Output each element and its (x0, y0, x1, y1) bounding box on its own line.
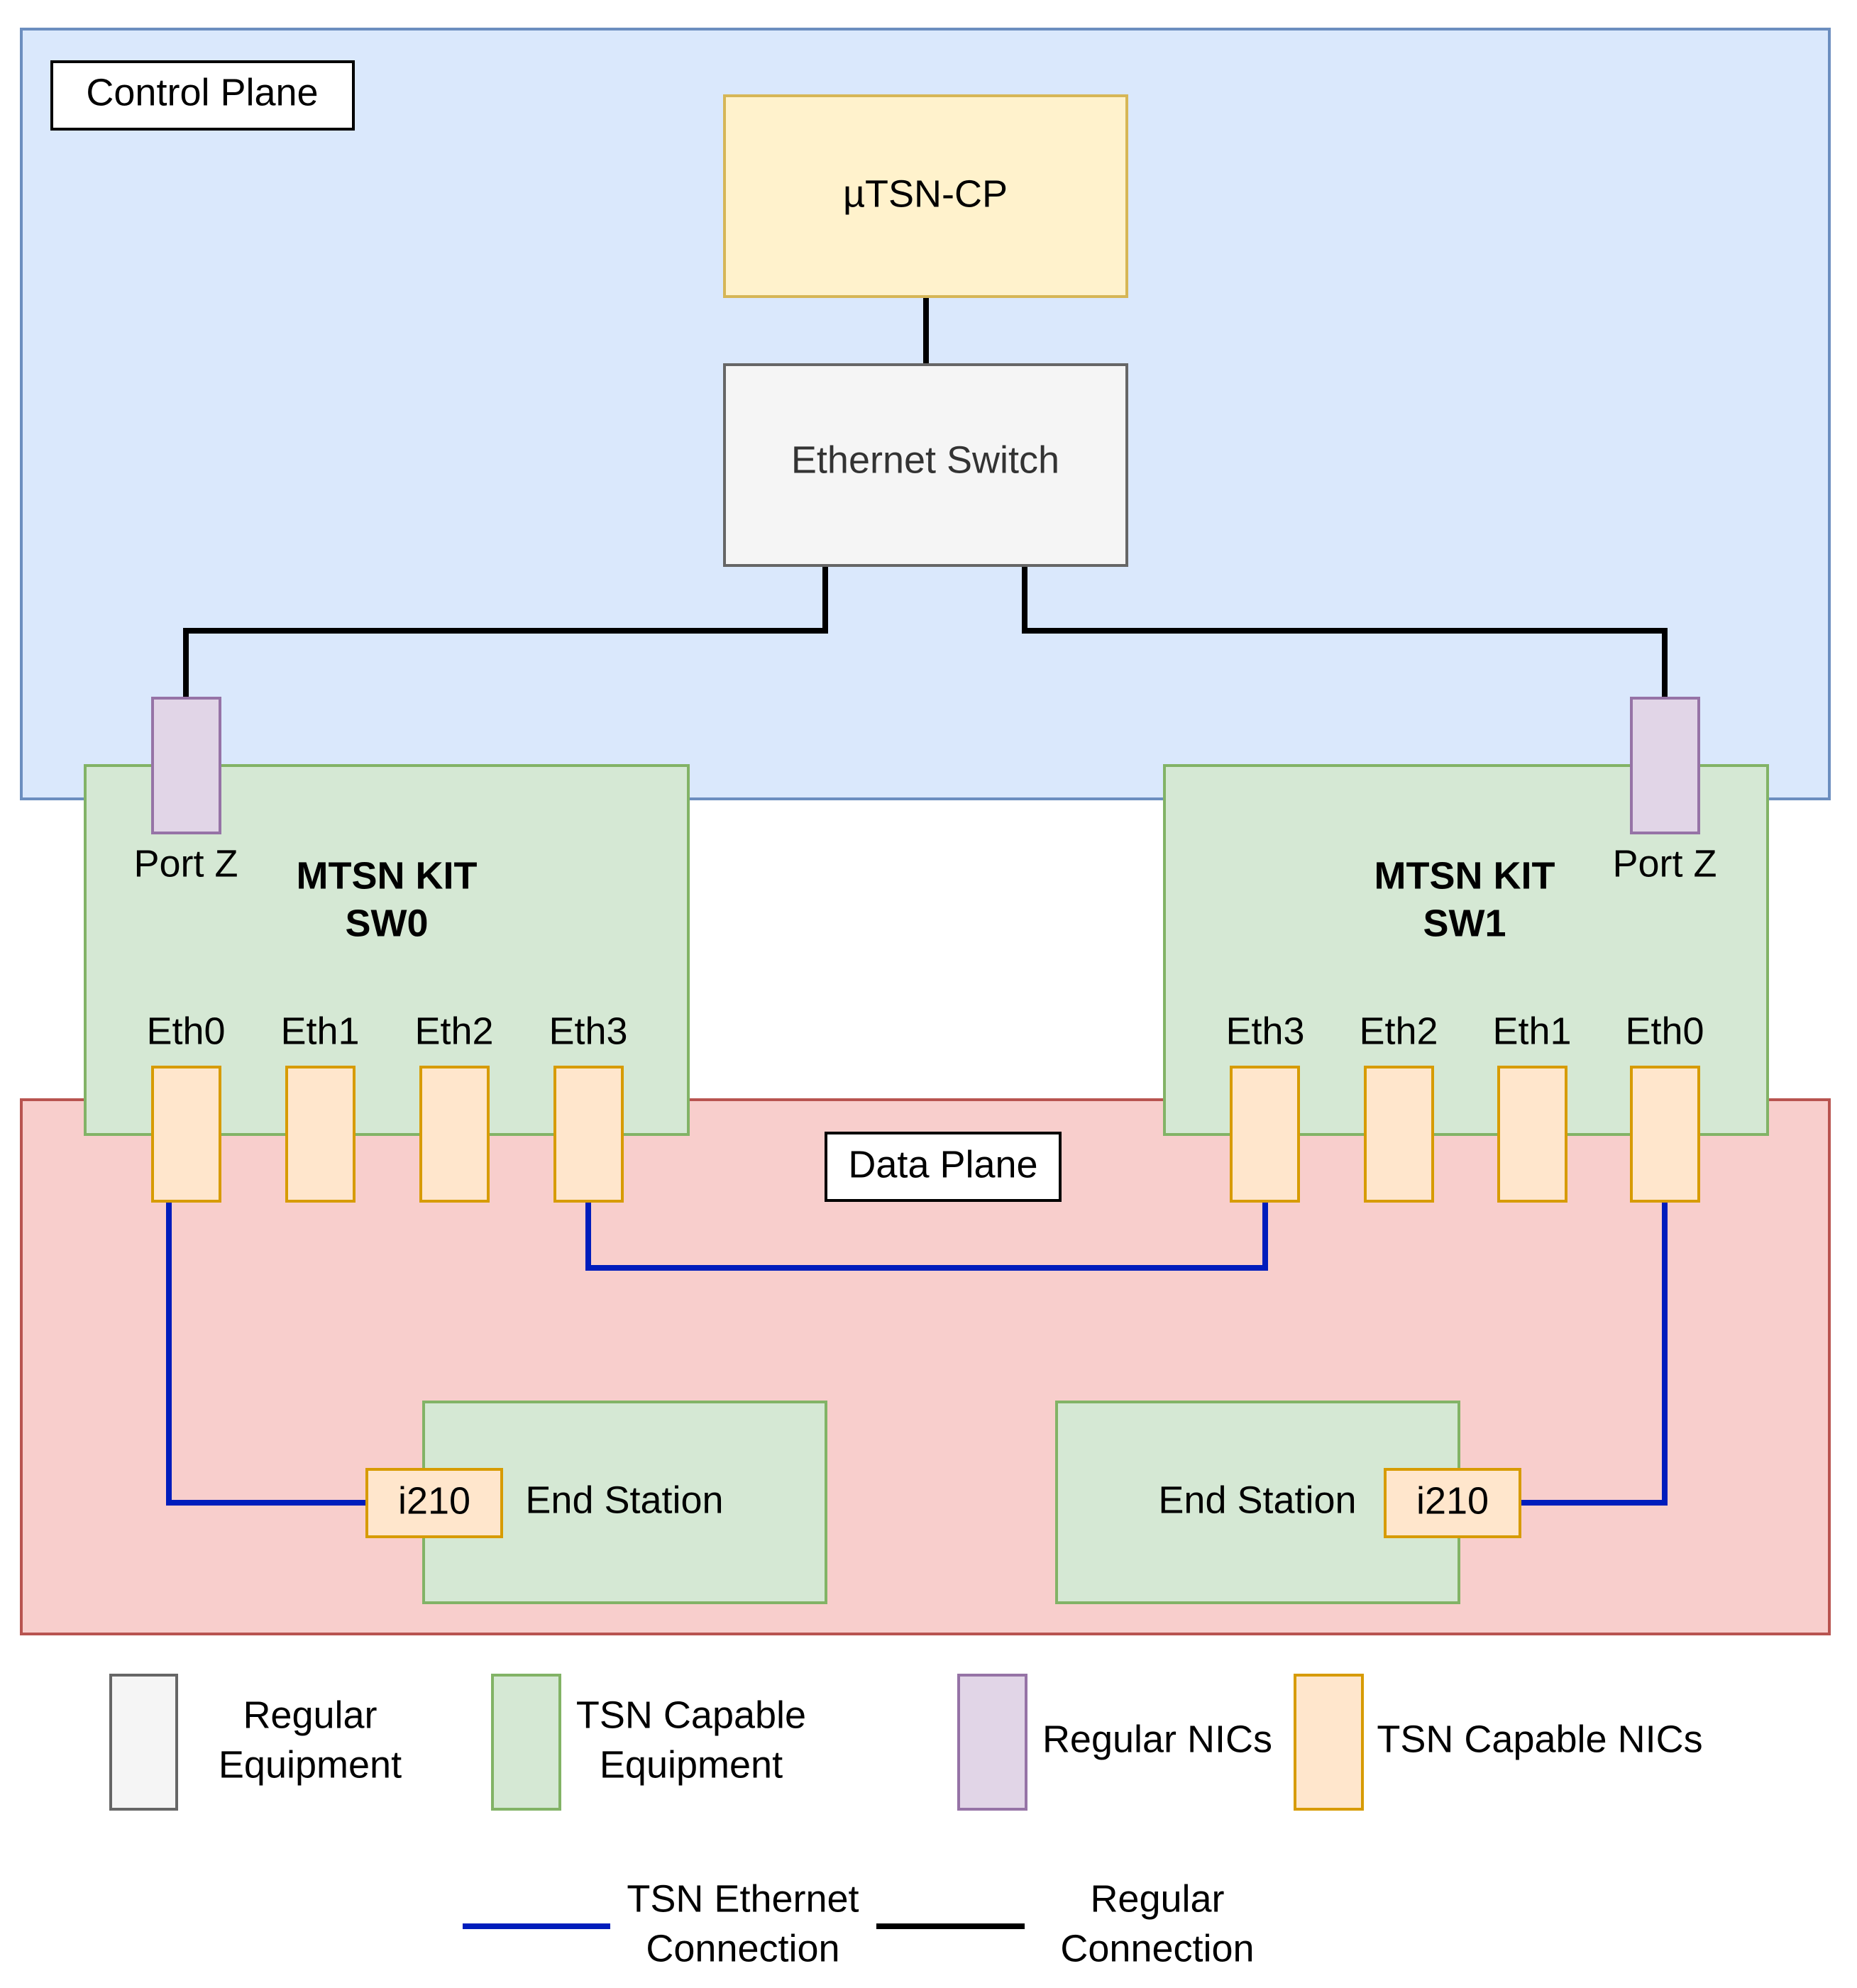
end-station-left-nic-label: i210 (398, 1479, 470, 1522)
sw0-port-label: Eth0 (146, 1010, 225, 1052)
sw1-eth1-nic (1497, 1066, 1567, 1203)
legend-regular-connection-label: Regular (1090, 1877, 1224, 1920)
legend-tsn-equipment-label: TSN Capable (576, 1694, 806, 1736)
legend-tsn-connection-label: Connection (646, 1927, 839, 1970)
end-station-right: End Station i210 (1055, 1401, 1521, 1604)
data-plane-label-box: Data Plane (825, 1132, 1062, 1202)
sw1-port-z-label: Port Z (1612, 842, 1717, 885)
sw1-eth0-nic (1630, 1066, 1700, 1203)
link-sw0-eth0-to-end-station (166, 1200, 367, 1506)
sw1-eth3-nic (1230, 1066, 1300, 1203)
legend-regular-nics-swatch (957, 1674, 1027, 1811)
sw0-eth2-nic (419, 1066, 490, 1203)
sw1-eth2-nic (1364, 1066, 1434, 1203)
end-station-right-nic-label: i210 (1416, 1479, 1489, 1522)
sw0-eth3-nic (553, 1066, 624, 1203)
sw1-port-label: Eth0 (1625, 1010, 1704, 1052)
control-plane-label: Control Plane (86, 71, 318, 114)
legend-tsn-nics-swatch (1294, 1674, 1364, 1811)
legend-regular-equipment-label: Equipment (219, 1743, 402, 1786)
link-sw1-eth0-to-end-station (1521, 1200, 1668, 1506)
link-switch-to-sw1-portz (1022, 566, 1668, 698)
sw0-title-line2: SW0 (345, 902, 428, 944)
utsn-cp-box: µTSN-CP (723, 94, 1128, 298)
end-station-left-label: End Station (525, 1479, 723, 1521)
sw0-eth0-nic (151, 1066, 221, 1203)
sw1-port-label: Eth1 (1492, 1010, 1571, 1052)
legend-regular-connection-label: Connection (1060, 1927, 1254, 1970)
sw1-port-label: Eth3 (1225, 1010, 1304, 1052)
sw1-port-label: Eth2 (1359, 1010, 1438, 1052)
sw1-title-line2: SW1 (1423, 902, 1506, 944)
sw0-port-label: Eth2 (414, 1010, 493, 1052)
end-station-right-label: End Station (1158, 1479, 1356, 1521)
end-station-right-nic (1384, 1468, 1521, 1538)
tsn-nic-ports (151, 1066, 1700, 1203)
regular-connections (183, 297, 1668, 698)
legend-tsn-equipment-label: Equipment (600, 1743, 783, 1786)
sw0-port-z-label: Port Z (133, 842, 238, 885)
legend: Regular Equipment TSN Capable Equipment … (109, 1674, 1703, 1970)
ethernet-switch-box: Ethernet Switch (723, 363, 1128, 567)
legend-tsn-connection-label: TSN Ethernet (627, 1877, 859, 1920)
data-plane-label: Data Plane (848, 1143, 1037, 1186)
legend-regular-equipment-swatch (109, 1674, 178, 1811)
sw0-port-label: Eth3 (549, 1010, 627, 1052)
sw1-port-z (1630, 697, 1700, 834)
sw0-title-line1: MTSN KIT (297, 854, 478, 897)
utsn-cp-label: µTSN-CP (843, 172, 1008, 215)
legend-regular-equipment-label: Regular (243, 1694, 377, 1736)
sw0-eth1-nic (285, 1066, 356, 1203)
legend-regular-nics-label: Regular NICs (1042, 1718, 1272, 1760)
link-sw0-eth3-to-sw1-eth3 (585, 1200, 1268, 1271)
link-switch-to-sw0-portz (183, 566, 828, 698)
control-plane-label-box: Control Plane (50, 60, 355, 131)
sw0-port-z (151, 697, 221, 834)
ethernet-switch-label: Ethernet Switch (791, 438, 1059, 481)
tsn-connections (166, 1200, 1668, 1506)
legend-tsn-equipment-swatch (491, 1674, 561, 1811)
sw0-port-label: Eth1 (280, 1010, 359, 1052)
end-station-left-nic (365, 1468, 503, 1538)
legend-tsn-nics-label: TSN Capable NICs (1377, 1718, 1702, 1760)
end-station-left: End Station i210 (365, 1401, 827, 1604)
sw1-title-line1: MTSN KIT (1374, 854, 1555, 897)
